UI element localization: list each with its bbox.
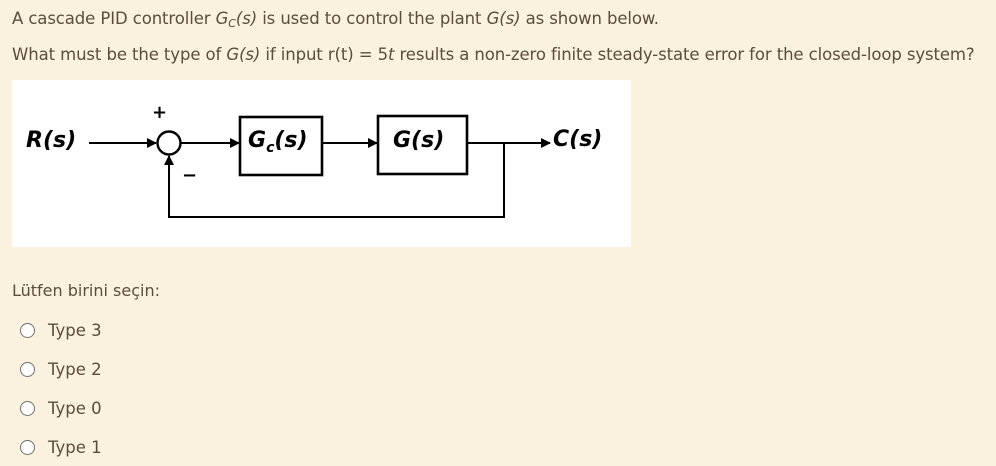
- plant-label: G(s): [393, 128, 445, 153]
- controller-symbol: GC(s): [215, 9, 258, 30]
- answer-prompt: Lütfen birini seçin:: [12, 281, 160, 300]
- option-type-2[interactable]: Type 2: [20, 350, 102, 389]
- option-type-0[interactable]: Type 0: [20, 389, 102, 428]
- controller-label-args: (s): [274, 128, 308, 153]
- plant-block: [376, 114, 469, 176]
- option-type-3[interactable]: Type 3: [20, 311, 102, 350]
- radio-button[interactable]: [20, 323, 35, 338]
- option-label: Type 3: [48, 321, 102, 340]
- input-label: R(s): [26, 128, 77, 153]
- question-text: What must be the type of: [12, 45, 227, 64]
- block-diagram: R(s) + − Gc(s) G(s) C(s): [12, 80, 631, 247]
- radio-button[interactable]: [20, 401, 35, 416]
- option-label: Type 1: [48, 438, 102, 457]
- question-text: results a non-zero finite steady-state e…: [394, 45, 975, 64]
- question-text: if input r(t) = 5: [260, 45, 388, 64]
- option-type-1[interactable]: Type 1: [20, 428, 102, 466]
- controller-label-main: G: [248, 128, 267, 153]
- controller-symbol-main: G: [215, 9, 229, 28]
- plant-symbol: G(s): [486, 9, 521, 28]
- controller-label: Gc(s): [248, 128, 308, 156]
- feedback-path: [168, 143, 505, 218]
- controller-block: [238, 115, 324, 177]
- answer-options: Type 3 Type 2 Type 0 Type 1: [20, 311, 102, 466]
- radio-button[interactable]: [20, 362, 35, 377]
- question-text: is used to control the plant: [257, 9, 487, 28]
- controller-symbol-sub: C: [228, 17, 236, 30]
- option-label: Type 0: [48, 399, 102, 418]
- question-text: as shown below.: [520, 9, 659, 28]
- question-line-2: What must be the type of G(s) if input r…: [12, 45, 975, 64]
- summing-junction: [156, 130, 182, 156]
- plant-symbol: G(s): [226, 45, 261, 64]
- controller-symbol-args: (s): [235, 9, 258, 28]
- plus-sign: +: [152, 102, 168, 123]
- question-line-1: A cascade PID controller GC(s) is used t…: [12, 9, 659, 30]
- option-label: Type 2: [48, 360, 102, 379]
- controller-label-sub: c: [266, 140, 275, 156]
- radio-button[interactable]: [20, 440, 35, 455]
- minus-sign: −: [182, 165, 198, 186]
- question-text: A cascade PID controller: [12, 9, 216, 28]
- output-label: C(s): [553, 127, 603, 152]
- time-variable: t: [387, 45, 395, 64]
